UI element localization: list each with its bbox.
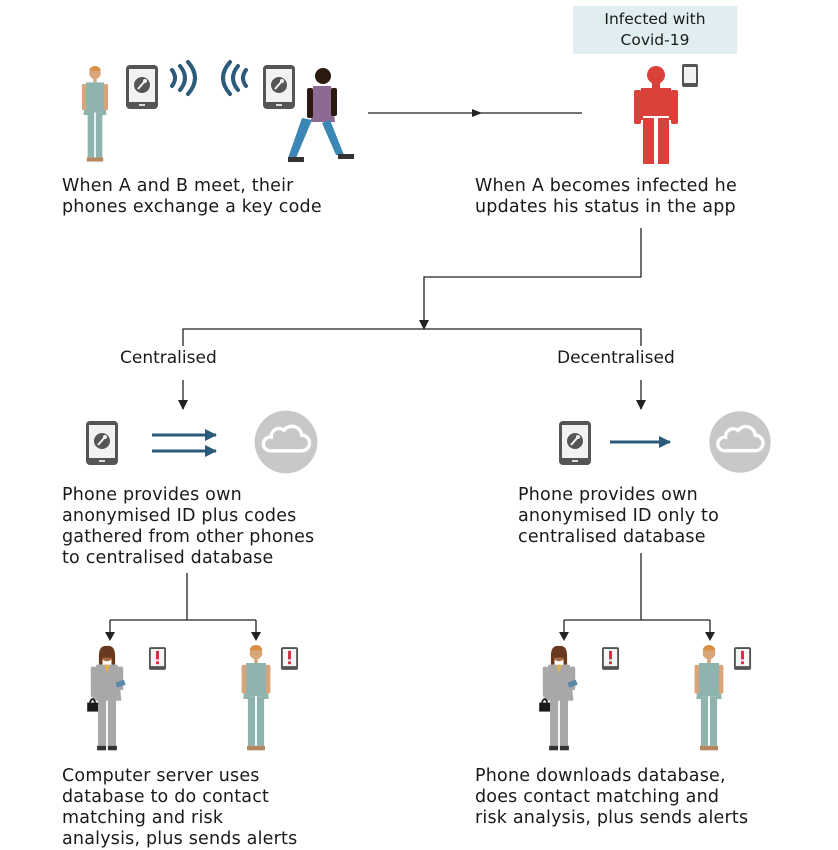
flow-arrowhead-top bbox=[472, 109, 482, 117]
step1-line1: When A and B meet, their bbox=[62, 176, 294, 196]
central-result-line3: matching and risk bbox=[62, 808, 224, 828]
decentral-result-line1: Phone downloads database, bbox=[475, 766, 726, 786]
decentral-teal-woman-icon bbox=[694, 645, 724, 751]
central-arrowhead-left bbox=[105, 632, 115, 641]
central-arrowhead-right bbox=[251, 632, 261, 641]
decentral-result-line3: risk analysis, plus sends alerts bbox=[475, 808, 749, 828]
central-phone-icon bbox=[85, 420, 119, 466]
central-result-line4: analysis, plus sends alerts bbox=[62, 829, 298, 849]
infected-person-icon bbox=[634, 66, 678, 164]
central-description: Phone provides own anonymised ID plus co… bbox=[62, 485, 314, 569]
central-result-line1: Computer server uses bbox=[62, 766, 260, 786]
decentral-description: Phone provides own anonymised ID only to… bbox=[518, 485, 719, 548]
central-alert-phone-1-icon bbox=[148, 647, 167, 670]
central-result-connector bbox=[109, 573, 257, 636]
infected-phone-icon bbox=[682, 64, 698, 87]
centralised-label: Centralised bbox=[120, 348, 217, 368]
decentral-alert-phone-1-icon bbox=[601, 647, 620, 670]
infected-badge-line2: Covid-19 bbox=[620, 31, 690, 49]
person-b-icon bbox=[288, 68, 354, 162]
step2-line2: updates his status in the app bbox=[475, 197, 736, 217]
central-desc-line4: to centralised database bbox=[62, 548, 274, 568]
decentralised-label: Decentralised bbox=[557, 348, 675, 368]
signal-waves-right-icon bbox=[170, 60, 197, 96]
central-suit-woman-icon bbox=[86, 645, 127, 752]
decentral-result-connector bbox=[563, 553, 711, 636]
decentral-alert-phone-2-icon bbox=[733, 647, 752, 670]
step2-line1: When A becomes infected he bbox=[475, 176, 737, 196]
decentral-desc-line2: anonymised ID only to bbox=[518, 506, 719, 526]
step2-text: When A becomes infected he updates his s… bbox=[475, 176, 737, 218]
decentral-suit-woman-icon bbox=[538, 645, 579, 752]
decentral-arrowhead-right bbox=[705, 632, 715, 641]
branch-arrowhead bbox=[419, 320, 429, 330]
decentral-phone-icon bbox=[558, 420, 592, 466]
central-cloud-icon bbox=[252, 409, 320, 475]
central-teal-woman-icon bbox=[241, 645, 271, 751]
infected-badge-line1: Infected with bbox=[604, 10, 706, 28]
central-alert-phone-2-icon bbox=[280, 647, 299, 670]
phone-a-icon bbox=[125, 64, 159, 110]
decentral-arrowhead-left bbox=[559, 632, 569, 641]
step1-line2: phones exchange a key code bbox=[62, 197, 322, 217]
signal-waves-left-icon bbox=[221, 60, 248, 96]
central-desc-line1: Phone provides own bbox=[62, 485, 242, 505]
decentral-desc-line1: Phone provides own bbox=[518, 485, 698, 505]
infected-badge: Infected with Covid-19 bbox=[573, 6, 737, 54]
central-result: Computer server uses database to do cont… bbox=[62, 766, 297, 850]
central-desc-line3: gathered from other phones bbox=[62, 527, 315, 547]
decentral-result: Phone downloads database, does contact m… bbox=[475, 766, 748, 829]
branch-connectors bbox=[182, 228, 642, 346]
decentral-desc-line3: centralised database bbox=[518, 527, 706, 547]
phone-b-icon bbox=[262, 64, 296, 110]
person-a-icon bbox=[81, 66, 109, 162]
central-result-line2: database to do contact bbox=[62, 787, 270, 807]
step1-text: When A and B meet, their phones exchange… bbox=[62, 176, 322, 218]
central-desc-line2: anonymised ID plus codes bbox=[62, 506, 297, 526]
decentral-cloud-icon bbox=[707, 409, 773, 475]
decentral-result-line2: does contact matching and bbox=[475, 787, 720, 807]
